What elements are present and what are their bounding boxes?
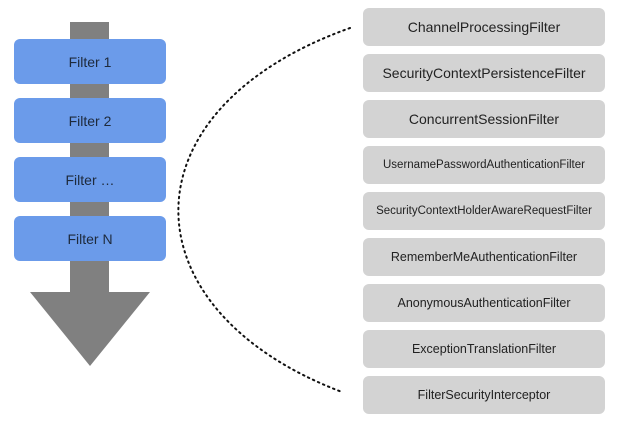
- dotted-connector-curve: [177, 27, 351, 393]
- security-filter-security-context-holder-aware-request: SecurityContextHolderAwareRequestFilter: [363, 192, 605, 230]
- arrow-head: [30, 292, 150, 366]
- security-filter-channel-processing: ChannelProcessingFilter: [363, 8, 605, 46]
- chain-filter-1: Filter 1: [14, 39, 166, 84]
- chain-filter-ellipsis: Filter …: [14, 157, 166, 202]
- security-filter-remember-me-authentication: RememberMeAuthenticationFilter: [363, 238, 605, 276]
- security-filter-security-interceptor: FilterSecurityInterceptor: [363, 376, 605, 414]
- chain-filter-2: Filter 2: [14, 98, 166, 143]
- security-filter-anonymous-authentication: AnonymousAuthenticationFilter: [363, 284, 605, 322]
- security-filter-security-context-persistence: SecurityContextPersistenceFilter: [363, 54, 605, 92]
- security-filter-concurrent-session: ConcurrentSessionFilter: [363, 100, 605, 138]
- security-filter-username-password-authentication: UsernamePasswordAuthenticationFilter: [363, 146, 605, 184]
- security-filter-exception-translation: ExceptionTranslationFilter: [363, 330, 605, 368]
- chain-filter-n: Filter N: [14, 216, 166, 261]
